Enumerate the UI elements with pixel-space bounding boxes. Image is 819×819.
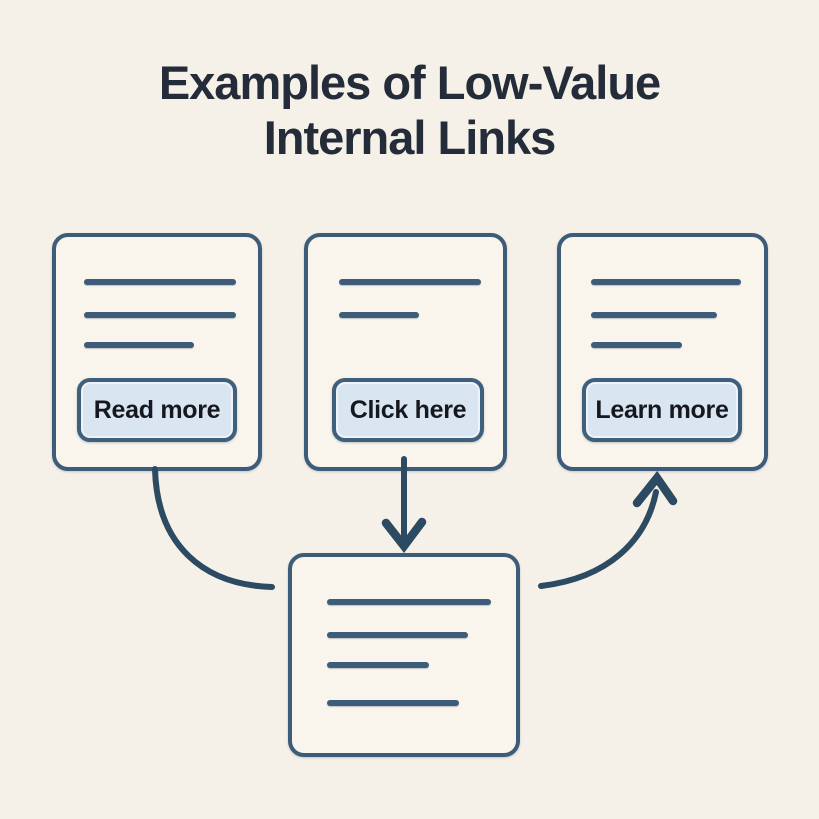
text-line-placeholder [84, 279, 236, 285]
text-line-placeholder [591, 312, 717, 318]
text-line-placeholder [339, 279, 481, 285]
text-line-placeholder [327, 662, 429, 668]
text-line-placeholder [84, 342, 194, 348]
page-title-line-2: Internal Links [263, 110, 557, 164]
click-here-button[interactable]: Click here [332, 378, 484, 442]
page-title: Examples of Low-Value Internal Links [0, 56, 819, 166]
source-page-card-3: Learn more [557, 233, 768, 471]
up-arrowhead-icon [632, 470, 678, 508]
text-line-placeholder [591, 342, 682, 348]
page-title-line-1: Examples of Low-Value [158, 56, 661, 109]
text-line-placeholder [327, 599, 491, 605]
curve-left-connector [152, 466, 275, 590]
source-page-card-1: Read more [52, 233, 262, 471]
text-line-placeholder [84, 312, 236, 318]
down-arrowhead-icon [381, 517, 427, 553]
source-page-card-2: Click here [304, 233, 507, 471]
curve-up-arrow-shaft [538, 489, 659, 589]
text-line-placeholder [327, 632, 468, 638]
text-line-placeholder [591, 279, 741, 285]
target-page-card [288, 553, 520, 757]
learn-more-button[interactable]: Learn more [582, 378, 742, 442]
text-line-placeholder [327, 700, 459, 706]
read-more-button[interactable]: Read more [77, 378, 237, 442]
text-line-placeholder [339, 312, 419, 318]
